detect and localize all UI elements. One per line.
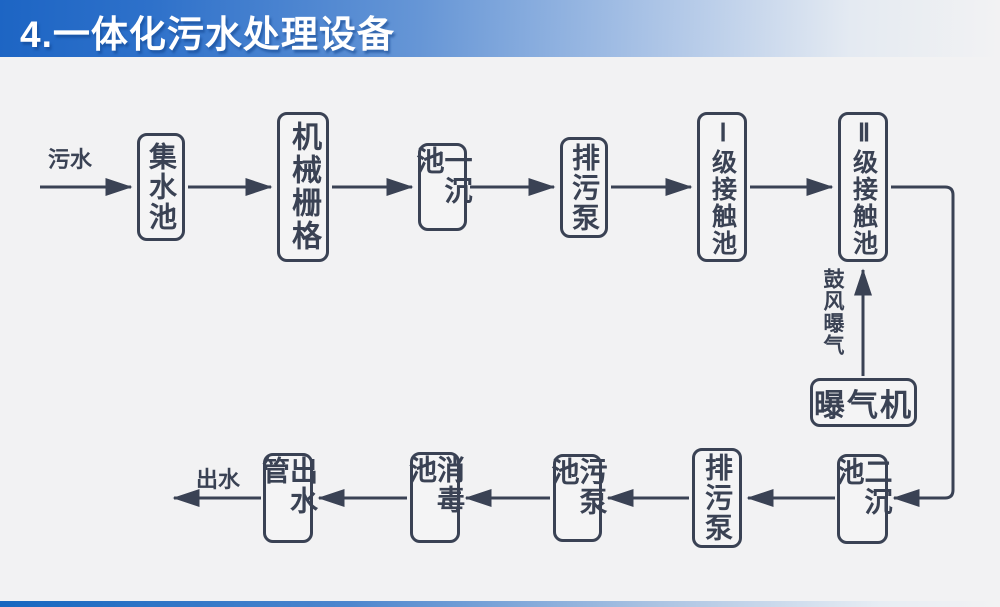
node-sewage-pump-bottom: 排污泵 <box>692 448 742 548</box>
node-stage2-contact-tank: Ⅱ级接触池 <box>838 112 888 262</box>
node-disinfection-tank: 消毒池 <box>406 452 465 543</box>
footer-accent-bar <box>0 601 1000 607</box>
node-outlet-pipe: 出水管 <box>259 453 318 543</box>
inflow-label: 污水 <box>48 147 93 172</box>
aeration-label: 鼓风曝气 <box>821 268 844 356</box>
node-sewage-pump-top: 排污泵 <box>560 137 608 238</box>
node-collecting-tank: 集水池 <box>137 133 185 241</box>
arrow-contact2-to-secondary <box>891 185 955 507</box>
page-title: 4.一体化污水处理设备 <box>20 14 395 55</box>
node-aerator: 曝气机 <box>810 378 917 427</box>
outflow-label: 出水 <box>196 467 241 492</box>
node-mechanical-grid: 机械栅格 <box>277 112 329 262</box>
title-bar: 4.一体化污水处理设备 <box>0 0 1000 57</box>
node-stage1-contact-tank: Ⅰ级接触池 <box>697 112 747 262</box>
node-secondary-sedimentation: 二沉池 <box>834 454 893 544</box>
node-primary-sedimentation: 一沉池 <box>414 143 473 231</box>
node-sludge-pump-tank: 污泵池 <box>549 454 608 542</box>
